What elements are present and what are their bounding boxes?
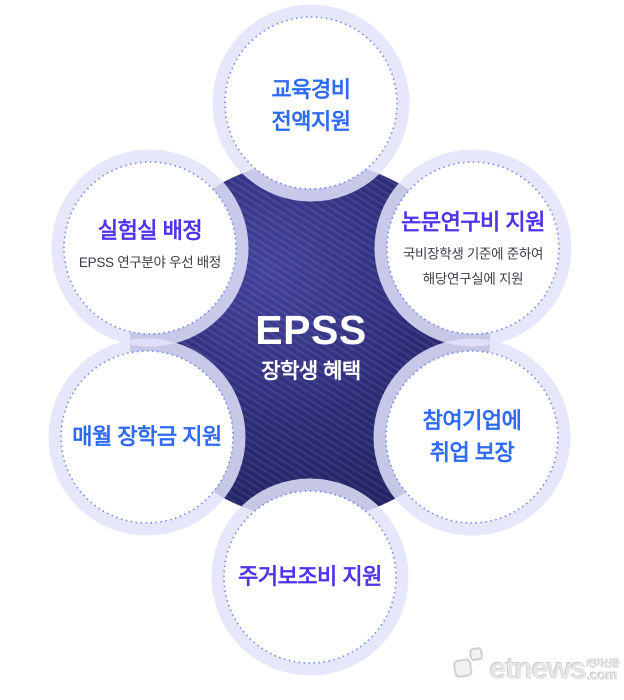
- benefit-circle-monthly: [60, 350, 234, 524]
- benefit-circle-thesis: [386, 161, 560, 335]
- benefit-circle-education: [224, 16, 398, 190]
- benefit-circle-housing: [223, 490, 397, 664]
- benefit-circle-lab: [63, 161, 237, 335]
- benefit-circles: [60, 16, 560, 664]
- benefit-circle-employment: [385, 350, 559, 524]
- circle-glow-rings: [48, 4, 572, 676]
